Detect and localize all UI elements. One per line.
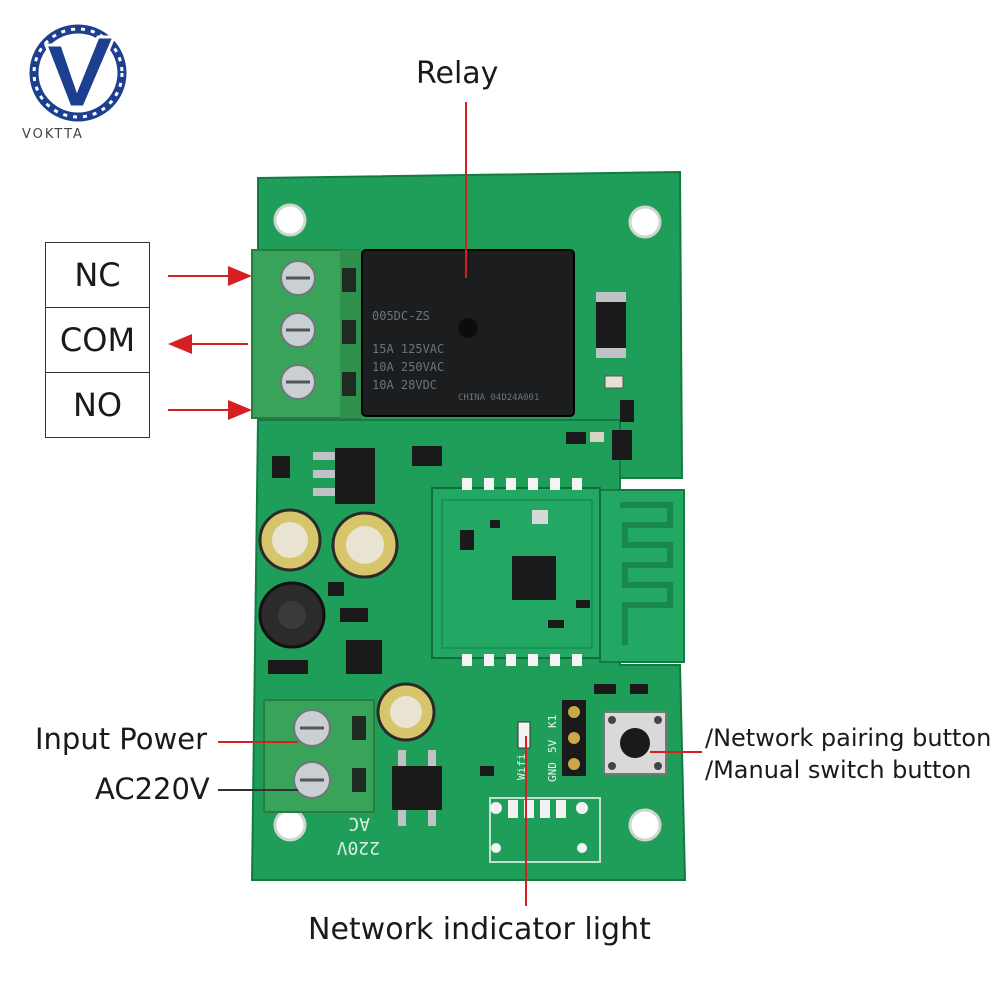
silk-gnd: GND [546, 762, 559, 782]
com-label: COM [59, 321, 136, 359]
relay-rating-text: 10A 28VDC [372, 378, 437, 392]
mount-hole [628, 205, 662, 239]
nc-label-box: NC [45, 242, 150, 308]
capacitor-input [376, 682, 436, 742]
relay-rating-text: 10A 250VAC [372, 360, 444, 374]
pin-header [562, 700, 586, 776]
capacitor-right [331, 511, 399, 579]
relay-rating-text: 15A 125VAC [372, 342, 444, 356]
voltage-regulator [335, 448, 375, 504]
antenna-trace [620, 502, 673, 645]
mount-hole [273, 808, 307, 842]
silk-wifi: Wifi [515, 754, 528, 781]
terminal-screws [280, 260, 316, 400]
input-power-label: Input Power [35, 722, 207, 756]
logo-mark-icon [29, 24, 127, 122]
relay-label: Relay [416, 56, 499, 91]
relay-origin-text: CHINA 04D24A001 [458, 393, 539, 403]
no-label: NO [72, 386, 123, 424]
wifi-led [517, 721, 531, 749]
no-label-box: NO [45, 372, 150, 438]
silk-220v: 220V [336, 837, 380, 858]
bridge-rectifier [392, 766, 442, 810]
diode [596, 292, 626, 358]
manual-switch-label: /Manual switch button [705, 756, 972, 784]
silk-ac: AC [348, 813, 370, 834]
brand-name: VOKTTA [22, 127, 84, 142]
mount-hole [273, 203, 307, 237]
wifi-chip [512, 556, 556, 600]
ac220v-label: AC220V [95, 772, 210, 806]
nc-label: NC [74, 256, 121, 294]
module-pads [462, 478, 582, 666]
indicator-light-label: Network indicator light [308, 912, 651, 947]
mount-hole [628, 808, 662, 842]
bottom-connector [489, 797, 601, 863]
silk-5v: 5V [546, 739, 559, 753]
capacitor-left [258, 508, 322, 572]
com-label-box: COM [45, 307, 150, 373]
tactile-button [603, 711, 667, 775]
inductor [258, 581, 326, 649]
pairing-button-label: /Network pairing button [705, 724, 992, 752]
relay-model-text: 005DC-ZS [372, 309, 430, 323]
brand-logo: VOKTTA [18, 15, 133, 145]
silk-k1: K1 [546, 715, 559, 728]
